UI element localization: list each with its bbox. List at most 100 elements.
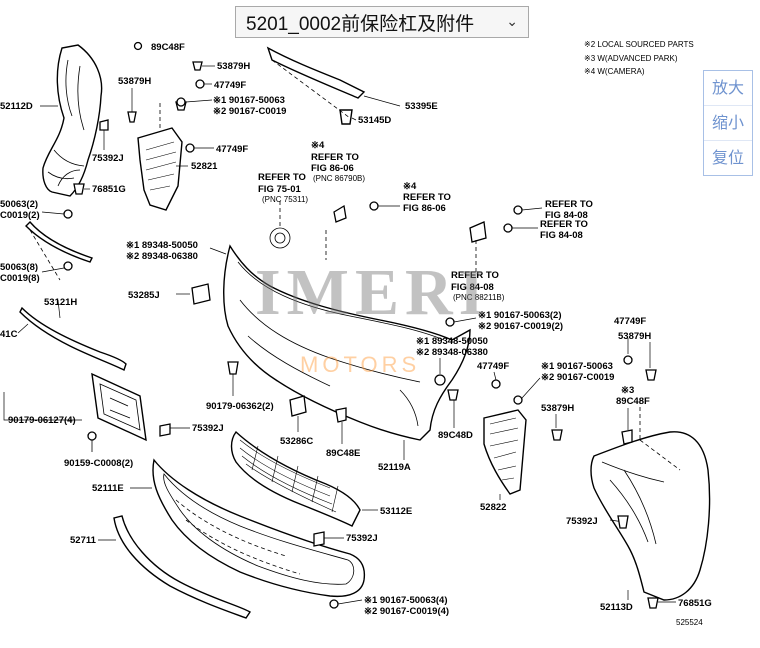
clip-76851g-b[interactable] <box>647 597 659 609</box>
license-plate-bracket[interactable] <box>91 372 147 442</box>
ref4-line-2: FIG 84-08 <box>545 210 588 221</box>
ref2-mark: ※4 <box>311 140 325 151</box>
label-47749f-a: 47749F <box>214 80 246 91</box>
label-52711: 52711 <box>70 535 97 546</box>
ref2-line-3: (PNC 86790B) <box>313 174 365 183</box>
label-89348-50050-a: ※1 89348-50050 <box>126 240 198 251</box>
clip-53879h-a[interactable] <box>192 61 203 71</box>
cover-53285j[interactable] <box>191 283 211 305</box>
legend-line-2: ※2 LOCAL SOURCED PARTS <box>584 40 694 49</box>
screw-50063-2[interactable] <box>63 209 73 219</box>
clip-76851g-a[interactable] <box>73 183 85 195</box>
ref5-line-1: REFER TO <box>540 219 588 230</box>
legend-line-3: ※3 W(ADVANCED PARK) <box>584 54 678 63</box>
label-47749f-c: 47749F <box>477 361 509 372</box>
clip-47749f-a[interactable] <box>195 79 205 89</box>
zoom-in-button[interactable]: 放大 <box>704 71 752 106</box>
screw-50063-8[interactable] <box>63 261 73 271</box>
sensor-89c48f-b[interactable] <box>621 429 633 445</box>
clip-75392j-a[interactable] <box>99 119 109 131</box>
bumper-cover-52119a[interactable] <box>223 227 471 441</box>
label-41c: 41C <box>0 329 18 340</box>
clip-47749f-d[interactable] <box>623 355 633 365</box>
lower-grille-frame-52111e[interactable] <box>152 458 366 598</box>
label-47749f-d: 47749F <box>614 316 646 327</box>
ref6-line-2: FIG 84-08 <box>451 282 494 293</box>
clip-47749f-b[interactable] <box>185 143 195 153</box>
clip-53145d[interactable] <box>339 109 353 125</box>
bracket-52821[interactable] <box>137 100 183 211</box>
label-52822: 52822 <box>480 502 506 513</box>
screw-90167-2[interactable] <box>445 317 455 327</box>
sensor-89c48e[interactable] <box>335 407 347 423</box>
clip-89c48d[interactable] <box>447 389 459 401</box>
label-53121h: 53121H <box>44 297 77 308</box>
zoom-out-button[interactable]: 缩小 <box>704 106 752 141</box>
strip-upper-left[interactable] <box>25 220 93 281</box>
clip-75392j-d[interactable] <box>617 515 629 529</box>
label-52821: 52821 <box>191 161 218 172</box>
clip-75392j-b[interactable] <box>159 423 171 437</box>
label-53145d: 53145D <box>358 115 391 126</box>
ref2-line-2: FIG 86-06 <box>311 163 354 174</box>
label-52119a: 52119A <box>378 462 411 473</box>
clip-75392j-c[interactable] <box>313 531 325 547</box>
label-53879h-a: 53879H <box>217 61 250 72</box>
label-50063-2: 50063(2) <box>0 199 38 210</box>
label-90167-50063-a: ※1 90167-50063 <box>213 95 285 106</box>
ref6-line-1: REFER TO <box>451 270 499 281</box>
label-mark-3: ※3 <box>621 385 634 396</box>
diagram-select-value: 5201_0002前保险杠及附件 <box>246 13 475 35</box>
ref1-line-3: (PNC 75311) <box>262 195 308 204</box>
ref2-line-1: REFER TO <box>311 152 359 163</box>
label-76851g-a: 76851G <box>92 184 126 195</box>
cover-53286c[interactable] <box>289 395 307 417</box>
part-53395e-strip[interactable] <box>266 46 366 119</box>
screw-90159-c0008[interactable] <box>87 431 97 452</box>
label-53285j: 53285J <box>128 290 160 301</box>
label-47749f-b: 47749F <box>216 144 248 155</box>
grille-53112e[interactable] <box>230 430 361 527</box>
label-89c48e: 89C48E <box>326 448 360 459</box>
diagram-select[interactable]: 5201_0002前保险杠及附件 ⌄ <box>235 6 529 38</box>
label-75392j-c: 75392J <box>346 533 378 544</box>
sensor-radar[interactable] <box>469 221 487 243</box>
label-50063-8: 50063(8) <box>0 262 38 273</box>
clip-47749f-c[interactable] <box>491 379 501 389</box>
screw-90167-4[interactable] <box>329 599 339 609</box>
sensor-camera[interactable] <box>333 204 347 223</box>
label-89c48f-top: 89C48F <box>151 42 185 53</box>
clip-53879h-c[interactable] <box>551 429 563 441</box>
screw-90167-b[interactable] <box>513 395 523 405</box>
ref3-mark: ※4 <box>403 181 417 192</box>
label-75392j-b: 75392J <box>192 423 224 434</box>
label-c0019-2: C0019(2) <box>0 210 40 221</box>
screw-90167-a[interactable] <box>175 97 187 111</box>
screw-90179-06362[interactable] <box>227 361 239 375</box>
label-90167-50063-4: ※1 90167-50063(4) <box>364 595 448 606</box>
bracket-52822[interactable] <box>483 409 527 495</box>
legend-line-4: ※4 W(CAMERA) <box>584 67 645 76</box>
clip-ref3[interactable] <box>369 201 379 211</box>
ref6-line-3: (PNC 88211B) <box>453 293 505 302</box>
fender-liner-52113d[interactable] <box>590 400 711 601</box>
part-52112d-fender-liner[interactable] <box>42 44 103 197</box>
moulding-52711[interactable] <box>113 515 251 619</box>
strip-53121h[interactable] <box>19 306 127 371</box>
label-53879h-b: 53879H <box>118 76 151 87</box>
label-c0019-8: C0019(8) <box>0 273 40 284</box>
clip-89c48f-top[interactable] <box>133 41 143 51</box>
clip-ref5[interactable] <box>503 223 513 233</box>
chevron-down-icon: ⌄ <box>506 13 518 29</box>
clip-53879h-b[interactable] <box>127 111 137 123</box>
label-52111e: 52111E <box>92 483 124 494</box>
label-89c48d: 89C48D <box>438 430 473 441</box>
zoom-reset-button[interactable]: 复位 <box>711 148 744 167</box>
label-90167-c0019-a: ※2 90167-C0019 <box>213 106 286 117</box>
label-75392j-d: 75392J <box>566 516 598 527</box>
sensor-89348-b[interactable] <box>434 374 446 386</box>
clip-53879h-e[interactable] <box>645 369 657 381</box>
label-90167-c0019-b: ※2 90167-C0019 <box>541 372 614 383</box>
clip-ref4[interactable] <box>513 205 523 215</box>
